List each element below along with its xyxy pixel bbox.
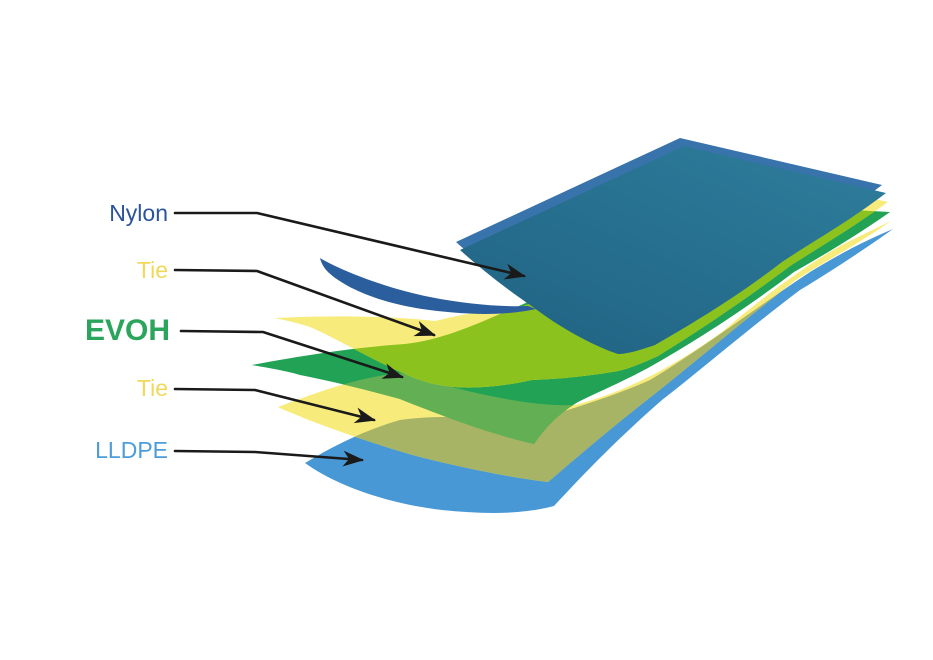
leader-lines (173, 211, 526, 467)
leader-arrow-tie-upper (173, 268, 436, 337)
label-nylon: Nylon (109, 200, 168, 226)
label-tie-upper: Tie (137, 257, 168, 283)
label-evoh: EVOH (85, 314, 170, 347)
nylon-curl-corner (320, 258, 536, 314)
leader-arrow-evoh (179, 329, 404, 379)
leader-arrow-tie-lower (173, 387, 376, 424)
leader-arrow-lldpe (173, 449, 364, 467)
label-lldpe: LLDPE (95, 437, 168, 463)
label-tie-lower: Tie (137, 375, 168, 401)
leader-arrow-nylon (173, 211, 526, 280)
